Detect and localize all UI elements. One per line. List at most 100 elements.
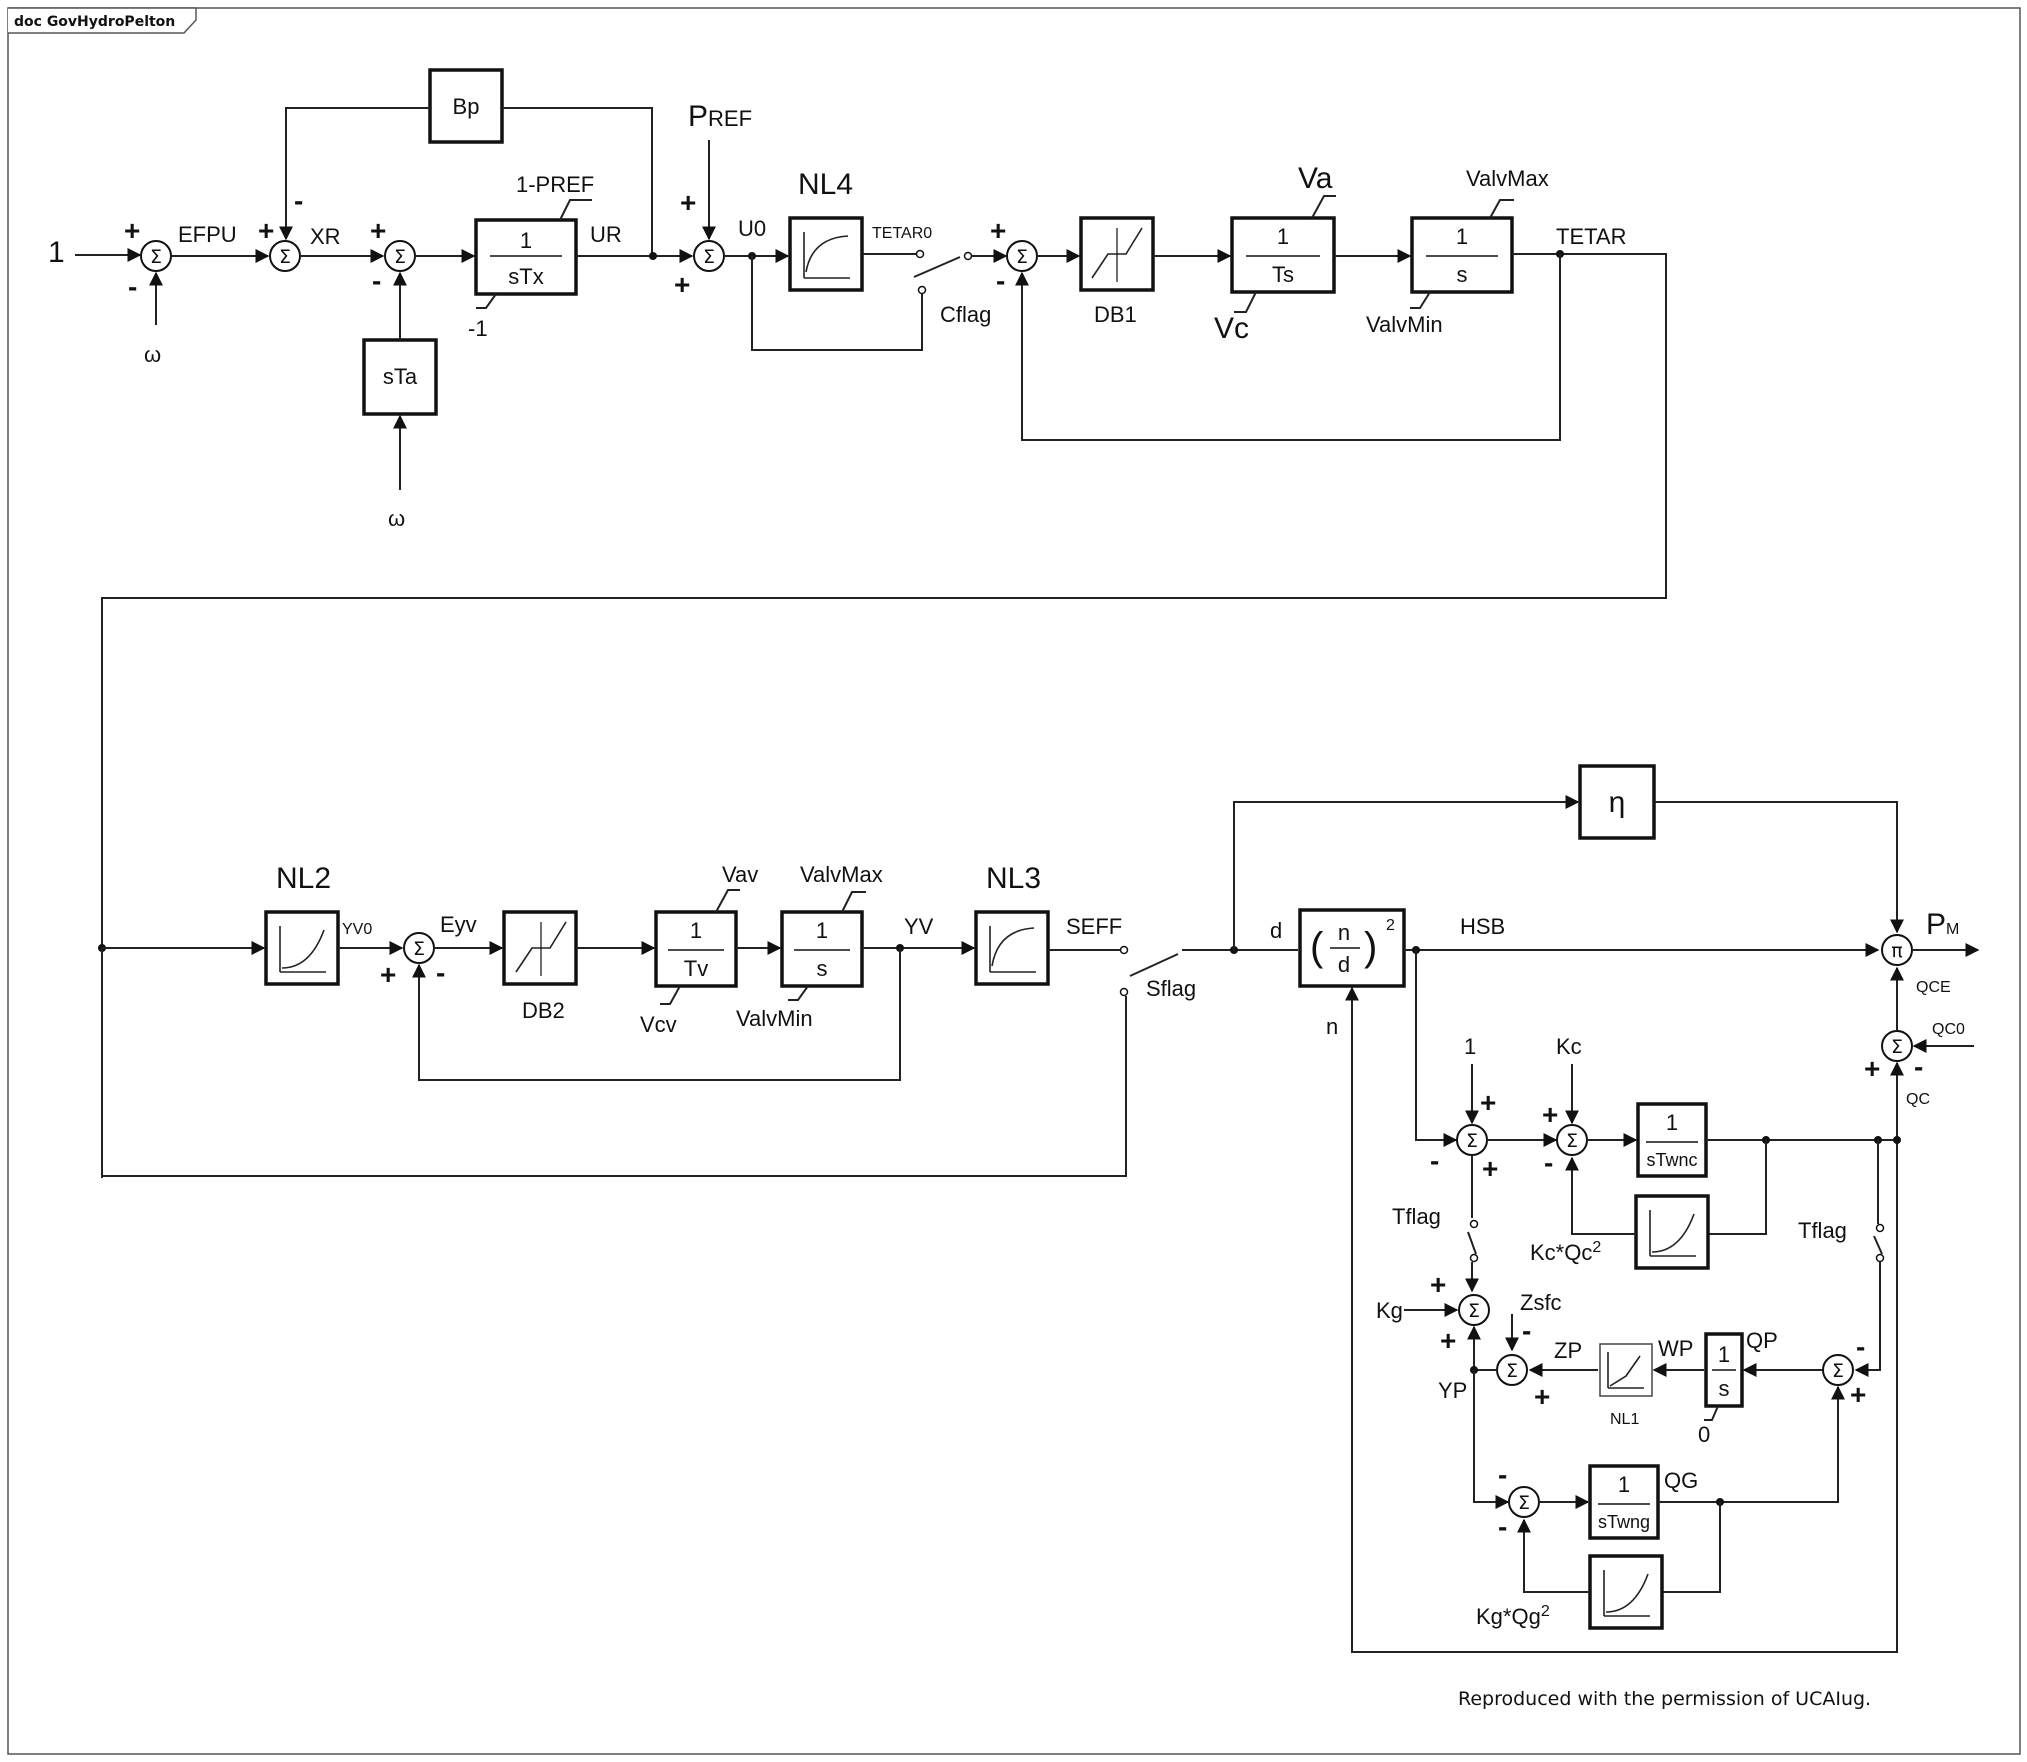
frame-title: doc GovHydroPelton (14, 14, 175, 30)
sign-plus: + (1440, 1325, 1456, 1356)
sign-plus: + (1482, 1153, 1498, 1184)
wire-kgqg2 (1517, 1518, 1590, 1593)
nl3-label: NL3 (986, 862, 1041, 895)
u0-label: U0 (738, 216, 766, 241)
kg-label: Kg (1376, 1298, 1403, 1323)
switch-contact (917, 285, 927, 295)
sflag-label: Sflag (1146, 976, 1196, 1001)
kgqg2-label: Kg*Qg2 (1476, 1603, 1550, 1629)
sign-plus: + (380, 959, 396, 990)
sign-plus: + (674, 269, 690, 300)
kcqc2-curve (1649, 1210, 1696, 1257)
block-nl3 (974, 910, 1050, 986)
wire-tetar-to-row2 (101, 253, 1667, 1178)
va-label: Va (1298, 162, 1333, 195)
one-label-2: 1 (1464, 1034, 1476, 1059)
sigma-symbol: Σ (413, 938, 425, 960)
switch-contact (1469, 1253, 1479, 1263)
switch-contact (915, 249, 925, 259)
paren-right: ) (1364, 925, 1377, 969)
zsfc-label: Zsfc (1520, 1290, 1562, 1315)
stx-min: -1 (468, 316, 488, 341)
block-tv (654, 910, 738, 988)
sigma-symbol: Σ (1566, 1130, 1578, 1152)
qg-label: QG (1664, 1468, 1698, 1493)
tflag-switch-2 (1873, 1235, 1883, 1255)
nl3-curve (989, 926, 1036, 973)
sigma-symbol: Σ (279, 246, 291, 268)
block-int1 (1410, 216, 1514, 294)
paren-left: ( (1310, 925, 1324, 969)
sign-plus: + (1542, 1099, 1558, 1130)
vc-label: Vc (1214, 312, 1249, 345)
sign-plus: + (680, 187, 696, 218)
qc0-label: QC0 (1932, 1021, 1965, 1038)
sigma-symbol: Σ (394, 246, 406, 268)
db1-label: DB1 (1094, 302, 1137, 327)
sign-plus: + (124, 215, 140, 246)
switch-contact (1119, 945, 1129, 955)
hsb-label: HSB (1460, 914, 1505, 939)
sflag-switch (1129, 953, 1179, 977)
wire-yv-feedback (412, 948, 901, 1081)
sigma-symbol: Σ (1468, 1300, 1480, 1322)
pref-label: PREF (688, 100, 752, 133)
wp-label: WP (1658, 1336, 1693, 1361)
db2-label: DB2 (522, 998, 565, 1023)
sign-plus: + (1850, 1379, 1866, 1410)
sum-qce (1881, 1030, 1913, 1062)
sign-plus: + (370, 215, 386, 246)
sign-minus: - (1430, 1145, 1439, 1176)
limit-mark-min (1704, 1405, 1719, 1421)
ur-label: UR (590, 222, 622, 247)
wire-bypass-nl3 (101, 948, 1127, 1177)
exp-2: 2 (1386, 917, 1395, 934)
tflag-label-1: Tflag (1392, 1204, 1441, 1229)
sigma-symbol: Σ (1466, 1130, 1478, 1152)
sign-plus: + (258, 215, 274, 246)
sign-plus: + (1864, 1053, 1880, 1084)
wire-bypass-nl4 (751, 256, 923, 351)
block-nl2 (264, 910, 340, 986)
sign-minus: - (128, 271, 137, 302)
pm-label: PM (1926, 908, 1959, 941)
kcqc2-label: Kc*Qc2 (1530, 1239, 1601, 1265)
sign-minus: - (1498, 1459, 1507, 1490)
eyv-label: Eyv (440, 912, 477, 937)
junction (1893, 1136, 1901, 1144)
nl4-curve (803, 232, 850, 279)
sigma-symbol: Σ (1016, 246, 1028, 268)
sign-plus: + (990, 215, 1006, 246)
eta-label: η (1609, 786, 1626, 819)
twng-num: 1 (1618, 1472, 1630, 1497)
n-label: n (1326, 1014, 1338, 1039)
sigma-symbol: Σ (1832, 1360, 1844, 1382)
sigma-symbol: Σ (1891, 1036, 1903, 1058)
input-one: 1 (48, 236, 65, 269)
nl4-label: NL4 (798, 168, 853, 201)
permission-credit: Reproduced with the permission of UCAIug… (1458, 1688, 1871, 1710)
int2-den: s (817, 956, 828, 981)
limit-mark-max (841, 891, 866, 913)
d-label: d (1270, 918, 1282, 943)
limit-mark-max (715, 889, 740, 913)
nl2-curve (279, 926, 326, 973)
block-kcqc2 (1634, 1194, 1710, 1270)
switch-contact (963, 251, 973, 261)
sign-minus: - (1544, 1147, 1553, 1178)
limit-mark-min (476, 293, 497, 309)
sign-plus: + (1430, 1269, 1446, 1300)
sign-minus: - (372, 265, 381, 296)
vcv-label: Vcv (640, 1012, 677, 1037)
wire-bp-feedback (279, 107, 430, 241)
intq-den: s (1719, 1376, 1730, 1401)
tflag-switch-1 (1467, 1231, 1477, 1255)
twng-den: sTwng (1598, 1512, 1650, 1532)
valvmin2-label: ValvMin (736, 1006, 813, 1031)
zero-label: 0 (1698, 1422, 1710, 1447)
limit-mark-min (1410, 291, 1431, 309)
block-eta (1578, 764, 1656, 840)
stx-den: sTx (508, 264, 543, 289)
int2-num: 1 (816, 918, 828, 943)
block-nl4 (788, 216, 864, 292)
